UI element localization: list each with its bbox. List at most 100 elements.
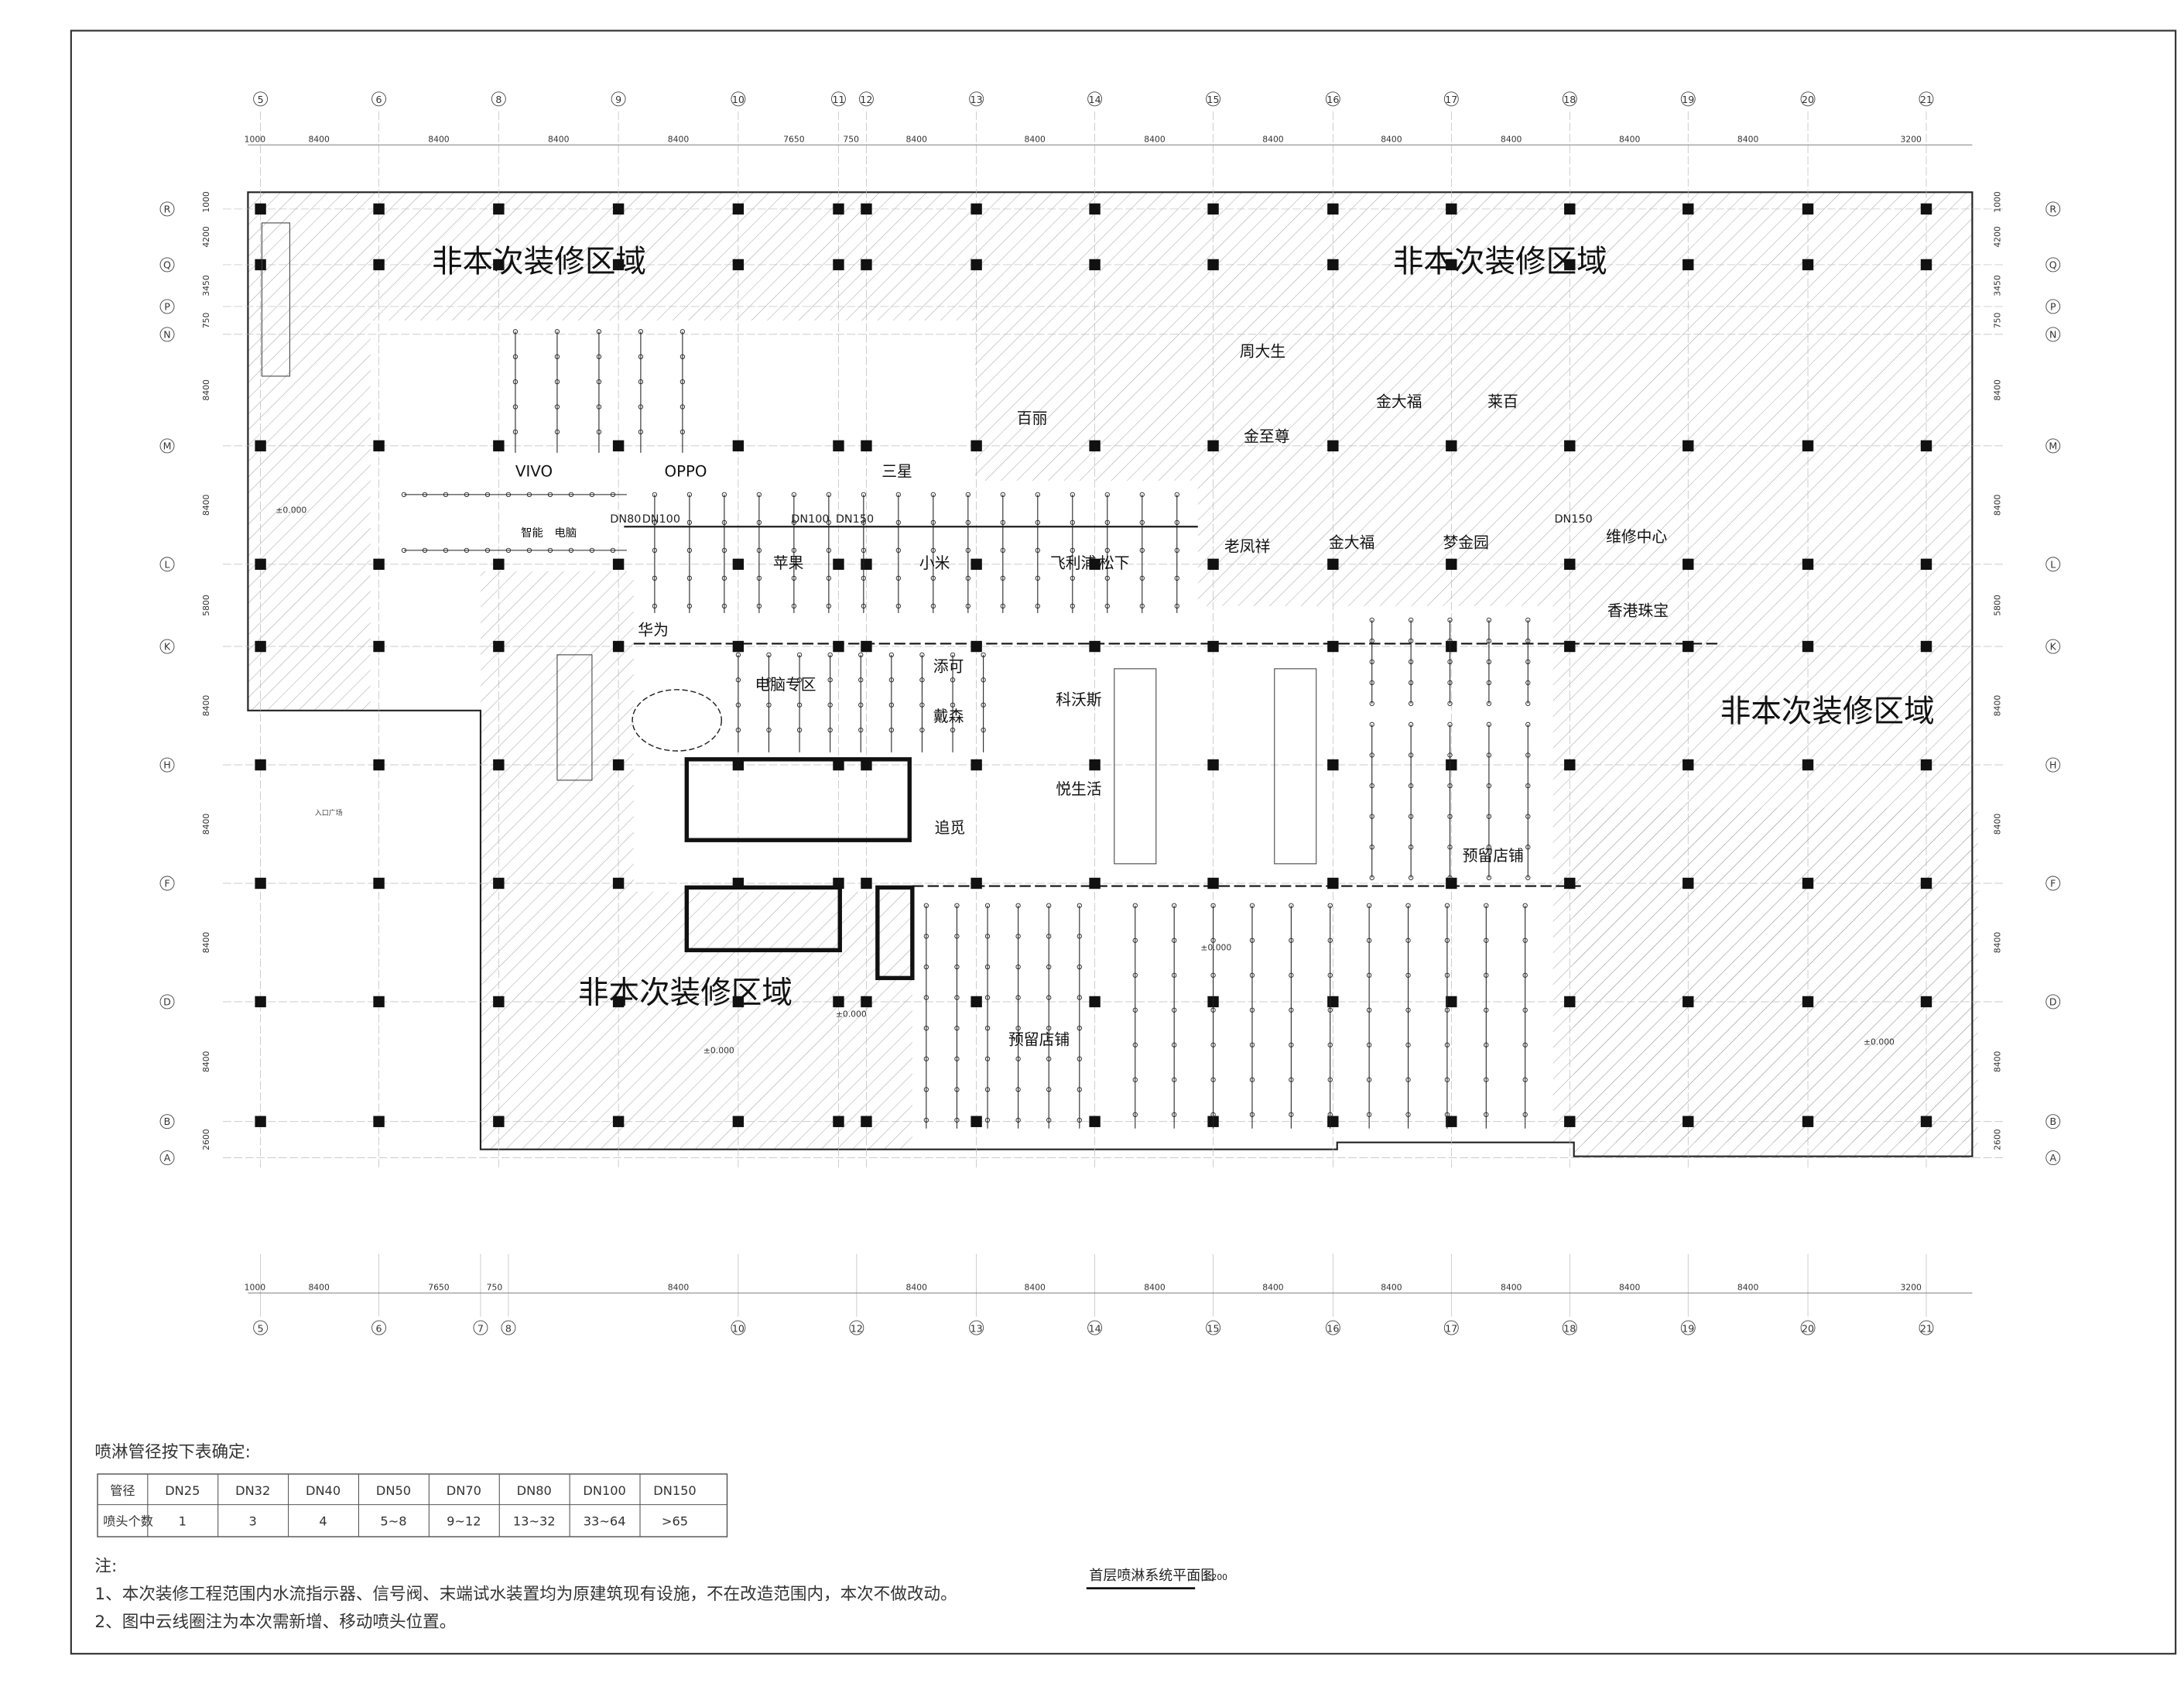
column [1564, 877, 1576, 889]
table-cell-count: 1 [179, 1514, 187, 1529]
sprinkler-head [1046, 995, 1052, 1000]
non-scope-label: 非本次装修区域 [432, 244, 646, 279]
sprinkler-head [1408, 638, 1414, 643]
column [1920, 877, 1932, 889]
axis-label: F [164, 877, 169, 889]
sprinkler-head [766, 652, 772, 657]
row-dimension: 1000 [201, 191, 211, 213]
sprinkler-head [1000, 575, 1005, 581]
axis-bubble [159, 1114, 175, 1129]
column [1920, 1116, 1932, 1127]
axis-label: 5 [258, 94, 264, 105]
top-dimension: 8400 [1024, 135, 1046, 145]
axis-label: D [2049, 996, 2057, 1007]
column [861, 877, 872, 889]
sprinkler-head [1408, 617, 1414, 623]
sprinkler-head [1408, 783, 1414, 789]
row-dimension: 3450 [1992, 275, 2002, 296]
top-dimension: 8400 [668, 135, 690, 145]
store-label: 维修中心 [1606, 528, 1667, 546]
top-dimension: 8400 [308, 135, 330, 145]
sprinkler-head [954, 934, 960, 939]
sprinkler-head [923, 1087, 929, 1092]
store-label: 莱百 [1487, 393, 1518, 411]
sprinkler-head [1077, 964, 1082, 970]
sprinkler-head [1070, 547, 1075, 554]
sprinkler-head [1486, 752, 1492, 758]
sprinkler-head [954, 1117, 960, 1123]
sprinkler-head [1077, 903, 1082, 908]
column [1683, 203, 1694, 215]
store-label: 华为 [638, 622, 669, 639]
column [1207, 440, 1219, 452]
axis-label: M [2049, 440, 2057, 451]
sprinkler-head [1077, 995, 1082, 1000]
sprinkler-head [1046, 1117, 1052, 1123]
sprinkler-head [1444, 972, 1450, 978]
sprinkler-head [1289, 903, 1294, 908]
axis-bubble [731, 91, 746, 107]
column [1446, 203, 1457, 215]
sprinkler-head [923, 1026, 929, 1031]
sprinkler-head [464, 492, 470, 498]
table-cell-count: >65 [662, 1514, 688, 1529]
column [373, 558, 385, 571]
sprinkler-head [888, 677, 894, 683]
note-1: 1、本次装修工程范围内水流指示器、信号阀、末端试水装置均为原建筑现有设施，不在改… [94, 1585, 957, 1604]
sprinkler-head [954, 995, 960, 1000]
sprinkler-head [1015, 1056, 1021, 1061]
axis-label: 18 [1563, 1322, 1576, 1334]
axis-label: 12 [851, 1322, 863, 1334]
axis-label: M [163, 440, 172, 451]
non-scope-label: 非本次装修区域 [1393, 244, 1607, 279]
sprinkler-head [981, 677, 986, 683]
sprinkler-head [1210, 937, 1216, 943]
axis-label: 8 [495, 94, 501, 105]
store-label: 电脑专区 [755, 676, 816, 694]
axis-label: 17 [1445, 94, 1457, 105]
sprinkler-head [1522, 972, 1528, 978]
bottom-dimension: 7650 [428, 1282, 450, 1292]
column [1446, 440, 1457, 452]
sprinkler-head [686, 575, 693, 581]
axis-bubble [2045, 438, 2061, 454]
sprinkler-head [858, 677, 864, 683]
store-label: VIVO [515, 462, 553, 480]
row-dimension: 2600 [201, 1129, 211, 1150]
elevation-mark: ±0.000 [1864, 1037, 1895, 1047]
sprinkler-head [1484, 1042, 1489, 1047]
sprinkler-head [1522, 1042, 1528, 1047]
column [1920, 203, 1932, 215]
axis-label: N [163, 328, 170, 340]
table-header-head-count: 喷头个数 [103, 1514, 153, 1529]
sprinkler-head [1035, 519, 1040, 526]
sprinkler-head [1139, 519, 1145, 526]
sprinkler-head [1405, 1077, 1411, 1082]
sprinkler-head [1015, 964, 1021, 970]
sprinkler-head [796, 652, 803, 657]
axis-bubble [611, 91, 626, 107]
store-label: 飞利浦 [1050, 554, 1096, 572]
column [1446, 1116, 1457, 1127]
sprinkler-head [954, 903, 960, 908]
sprinkler-head [766, 727, 772, 733]
sprinkler-head [505, 547, 512, 554]
sprinkler-head [1408, 752, 1414, 758]
axis-bubble [2045, 299, 2061, 314]
sprinkler-head [589, 492, 595, 498]
column [861, 1116, 872, 1127]
sprinkler-head [791, 519, 797, 526]
sprinkler-head [1369, 722, 1374, 727]
bottom-dimension: 8400 [1144, 1282, 1166, 1292]
sprinkler-head [1104, 603, 1110, 609]
axis-bubble [2045, 639, 2061, 654]
column [493, 1116, 505, 1127]
sprinkler-head [547, 492, 553, 498]
sprinkler-head [1366, 972, 1372, 978]
axis-bubble [1562, 91, 1577, 107]
sprinkler-head [981, 652, 986, 657]
axis-label: 8 [505, 1322, 512, 1334]
sprinkler-head [547, 547, 553, 554]
sprinkler-head [1035, 575, 1040, 581]
